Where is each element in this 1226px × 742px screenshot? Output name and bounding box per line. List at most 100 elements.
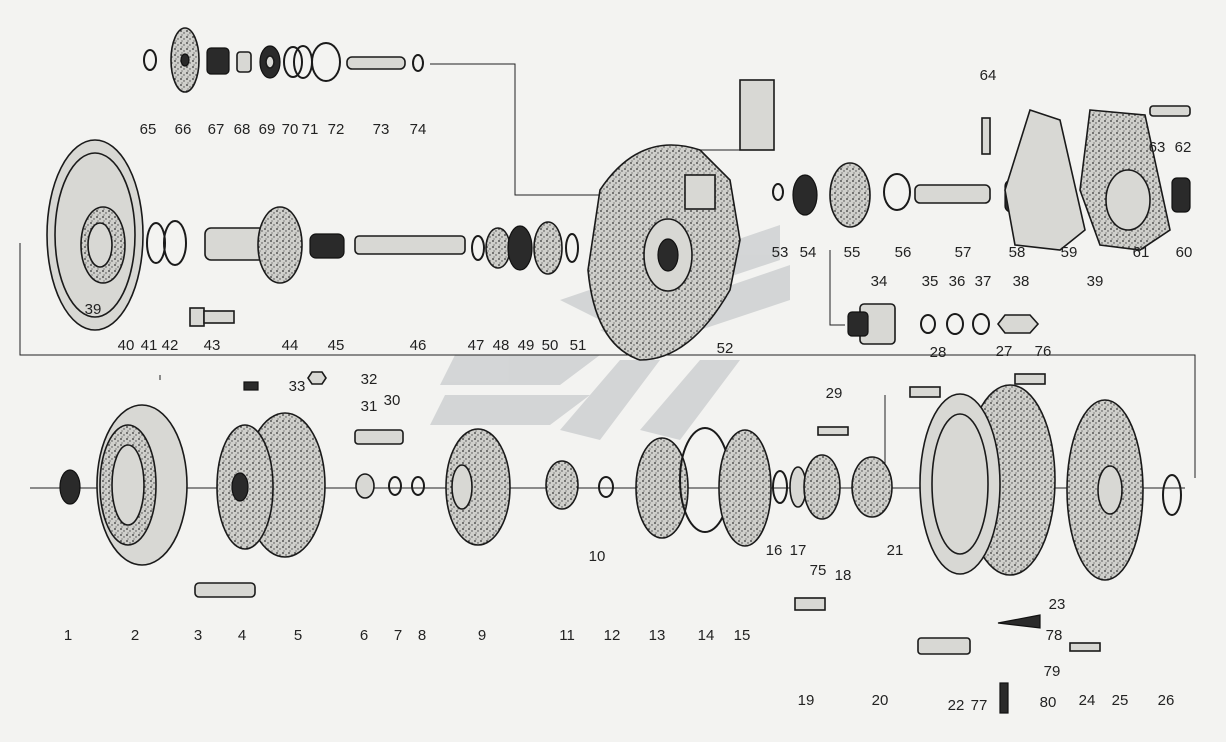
label-46: 46 <box>409 337 427 354</box>
part-35-ring <box>920 314 936 334</box>
part-8-ring <box>411 476 425 496</box>
label-6: 6 <box>359 627 369 644</box>
label-64: 64 <box>979 67 997 84</box>
part-73-pin <box>346 56 406 70</box>
label-39-right: 39 <box>1086 273 1104 290</box>
part-24-bolt <box>1069 642 1101 652</box>
part-13-impeller <box>635 437 689 539</box>
part-45-sleeve <box>309 233 345 259</box>
part-72-ring <box>311 42 341 82</box>
label-38: 38 <box>1012 273 1030 290</box>
part-25-cover-plate <box>1066 399 1144 581</box>
part-62-bolt <box>1149 105 1191 117</box>
label-26: 26 <box>1157 692 1175 709</box>
label-8: 8 <box>417 627 427 644</box>
label-73: 73 <box>372 121 390 138</box>
label-7: 7 <box>393 627 403 644</box>
label-48: 48 <box>492 337 510 354</box>
part-68-bushing <box>236 51 252 73</box>
part-52-housing <box>587 79 775 361</box>
label-54: 54 <box>799 244 817 261</box>
label-61: 61 <box>1132 244 1150 261</box>
label-57: 57 <box>954 244 972 261</box>
label-79: 79 <box>1043 663 1061 680</box>
part-61-cover <box>1079 109 1171 251</box>
label-76: 76 <box>1034 343 1052 360</box>
label-58: 58 <box>1008 244 1026 261</box>
part-69-bearing <box>259 45 281 79</box>
part-9-disc <box>445 428 511 546</box>
label-9: 9 <box>477 627 487 644</box>
label-74: 74 <box>409 121 427 138</box>
part-42-ring <box>163 220 187 266</box>
label-45: 45 <box>327 337 345 354</box>
label-62: 62 <box>1174 139 1192 156</box>
part-74-o-ring <box>412 54 424 72</box>
part-70-ring <box>283 46 303 78</box>
label-40: 40 <box>117 337 135 354</box>
label-50: 50 <box>541 337 559 354</box>
label-70: 70 <box>281 121 299 138</box>
label-31: 31 <box>360 398 378 415</box>
label-29: 29 <box>825 385 843 402</box>
part-60-bearing <box>1171 177 1191 213</box>
part-78-key <box>997 614 1041 629</box>
label-16: 16 <box>765 542 783 559</box>
label-47: 47 <box>467 337 485 354</box>
label-10: 10 <box>588 548 606 565</box>
part-44-shaft-gear <box>204 206 303 284</box>
label-60: 60 <box>1175 244 1193 261</box>
part-30-bolt <box>354 429 404 445</box>
label-13: 13 <box>648 627 666 644</box>
label-56: 56 <box>894 244 912 261</box>
part-75-gear <box>803 454 841 520</box>
part-76-27-bolt <box>1014 373 1046 385</box>
part-34-flange <box>847 303 896 345</box>
label-24: 24 <box>1078 692 1096 709</box>
label-17: 17 <box>789 542 807 559</box>
label-78: 78 <box>1045 627 1063 644</box>
label-21: 21 <box>886 542 904 559</box>
part-51-ring <box>565 233 579 263</box>
part-7-ring <box>388 476 402 496</box>
label-39-left: 39 <box>84 301 102 318</box>
part-15-turbine <box>718 429 772 547</box>
part-38-nut <box>996 314 1040 334</box>
part-55-gear <box>829 162 871 228</box>
part-16-ring <box>772 470 788 504</box>
label-35: 35 <box>921 273 939 290</box>
part-10-gear <box>545 460 579 510</box>
label-72: 72 <box>327 121 345 138</box>
label-1: 1 <box>63 627 73 644</box>
label-4: 4 <box>237 627 247 644</box>
label-67: 67 <box>207 121 225 138</box>
part-66-gear <box>170 27 200 93</box>
label-41: 41 <box>140 337 158 354</box>
part-32-33-plug <box>243 371 327 391</box>
part-48-bearing <box>485 227 511 269</box>
part-57-shaft <box>914 184 991 204</box>
part-5-planetary-carrier <box>216 412 326 558</box>
label-11: 11 <box>559 627 575 644</box>
part-47-ring <box>471 235 485 261</box>
part-3-4-bolt <box>194 582 256 598</box>
label-68: 68 <box>233 121 251 138</box>
part-41-ring <box>146 222 166 264</box>
label-63: 63 <box>1148 139 1166 156</box>
part-1-bearing <box>59 469 81 505</box>
part-23-drum <box>919 384 1056 576</box>
part-21-gear <box>851 456 893 518</box>
label-55: 55 <box>843 244 861 261</box>
label-42: 42 <box>161 337 179 354</box>
label-49: 49 <box>517 337 535 354</box>
part-50-gear <box>533 221 563 275</box>
label-75: 75 <box>809 562 827 579</box>
label-51: 51 <box>569 337 587 354</box>
part-64-bolt <box>981 117 991 155</box>
label-18: 18 <box>834 567 852 584</box>
label-28: 28 <box>929 344 947 361</box>
label-23: 23 <box>1048 596 1066 613</box>
label-3: 3 <box>193 627 203 644</box>
part-36-ring <box>946 313 964 335</box>
